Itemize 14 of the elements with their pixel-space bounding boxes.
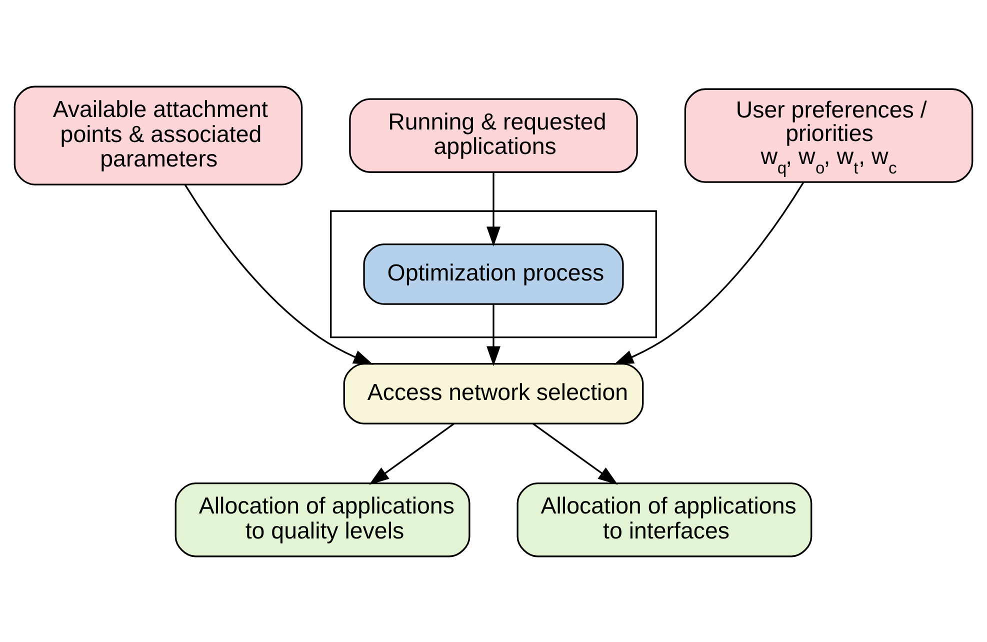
- node-box: Allocation of applications to quality levels: [174, 482, 470, 557]
- arrow: [532, 422, 618, 484]
- arrow: [369, 422, 454, 484]
- node-box: Running & requested applications: [349, 98, 638, 172]
- arrow: [486, 172, 500, 246]
- node-box: Optimization process: [363, 242, 624, 304]
- node-box: Access network selection: [343, 362, 644, 424]
- arrow: [614, 181, 804, 364]
- node-box: Available attachment points & associated parameters: [14, 85, 303, 185]
- node-box: User preferences / priorities w$_{q}$, w$_{o}$, w$_{t}$, w$_{c}$: [684, 88, 974, 182]
- arrow: [184, 184, 374, 364]
- arrow: [486, 304, 500, 366]
- node-box: Allocation of applications to interfaces: [516, 482, 812, 557]
- cluster: [330, 210, 657, 338]
